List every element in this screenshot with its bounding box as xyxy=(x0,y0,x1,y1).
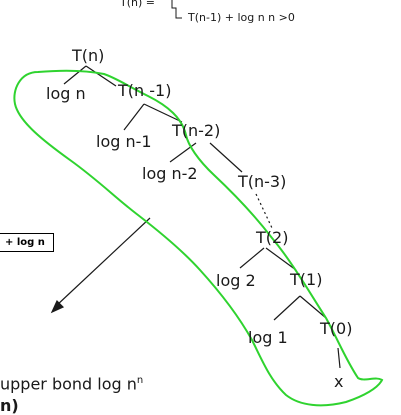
node-t-n-1: T(n -1) xyxy=(118,81,172,100)
node-t-1: T(1) xyxy=(290,270,323,289)
node-t-n-2: T(n-2) xyxy=(172,121,221,140)
tree-edges xyxy=(63,65,341,369)
node-leaf-x: x xyxy=(334,372,344,391)
node-log-2: log 2 xyxy=(216,271,256,290)
recurrence-case: T(n-1) + log n n >0 xyxy=(188,11,295,24)
edge-t1b-t0 xyxy=(299,295,327,319)
edge-dotted xyxy=(255,193,273,229)
edge-root-t1 xyxy=(85,65,117,87)
node-log-n-2: log n-2 xyxy=(142,164,198,183)
arrow xyxy=(50,217,151,314)
node-t-2: T(2) xyxy=(256,228,289,247)
edge-t2b-log xyxy=(239,247,265,269)
log-n-box: + log n xyxy=(0,233,54,252)
node-log-1: log 1 xyxy=(248,328,288,347)
log-n-box-label: + log n xyxy=(5,237,45,248)
edge-t2-t3 xyxy=(209,142,243,173)
edge-t1-log xyxy=(123,103,145,131)
node-t-n-3: T(n-3) xyxy=(238,172,287,191)
edge-t2-log xyxy=(169,142,197,163)
node-root: T(n) xyxy=(72,46,105,65)
edge-t1b-log xyxy=(273,295,301,321)
upper-bound-exponent: n xyxy=(136,375,144,386)
edge-t2b-t1 xyxy=(265,247,297,271)
node-log-n-1: log n-1 xyxy=(96,132,152,151)
recurrence-bracket xyxy=(171,0,182,19)
bottom-text: n) xyxy=(0,396,19,415)
node-t-0: T(0) xyxy=(320,319,353,338)
edge-root-log xyxy=(63,65,87,85)
edge-t1-t2 xyxy=(143,103,183,123)
edge-t0-leaf xyxy=(337,347,341,369)
upper-bound-base: upper bond log n xyxy=(0,374,137,394)
recurrence-lhs: T(n) = xyxy=(120,0,155,9)
highlight-loop xyxy=(13,69,384,407)
node-log-n: log n xyxy=(46,84,86,103)
upper-bound-text: upper bond log nn xyxy=(0,376,143,392)
